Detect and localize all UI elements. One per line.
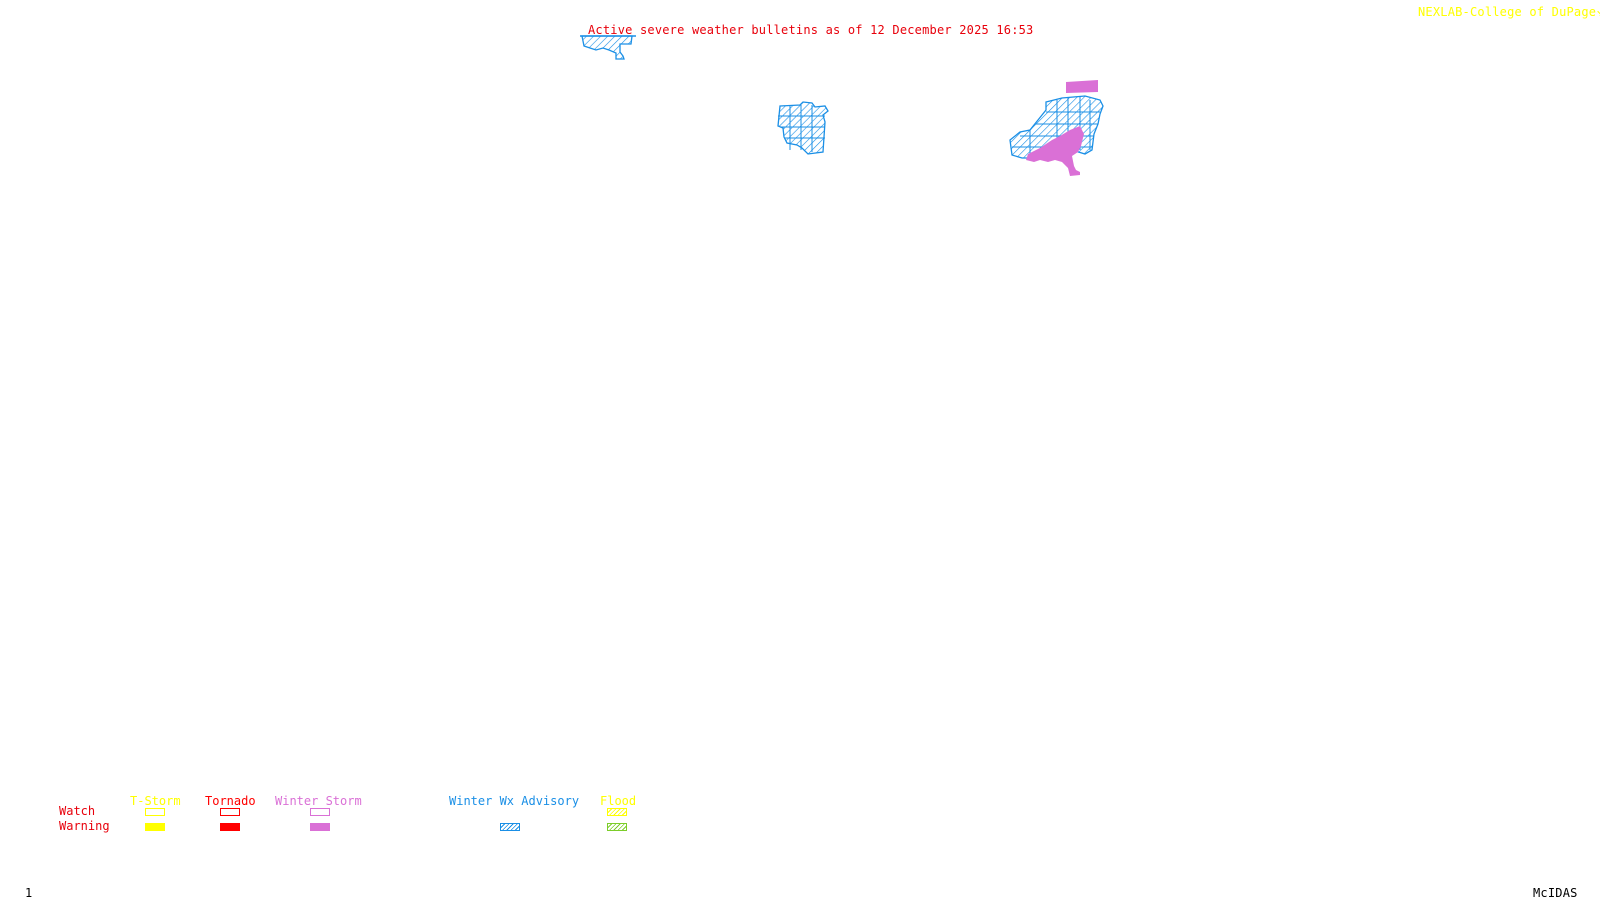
arrow-corner-icon: ↘ xyxy=(1596,5,1600,19)
legend-winter-storm-label: Winter Storm xyxy=(275,794,362,808)
legend-flood-warning-swatch xyxy=(607,823,627,831)
legend-tornado-warning-swatch xyxy=(220,823,240,831)
bulletin-title: Active severe weather bulletins as of 12… xyxy=(588,23,1034,37)
winter-storm-warning-region[interactable] xyxy=(1026,80,1098,176)
legend-winter-wx-advisory-swatch xyxy=(500,823,520,831)
legend-flood-watch-swatch xyxy=(607,808,627,816)
legend-winter-storm-warning-swatch xyxy=(310,823,330,831)
legend-tornado-label: Tornado xyxy=(205,794,256,808)
credit-label: NEXLAB-College of DuPage↘ xyxy=(1418,6,1600,18)
legend-flood-label: Flood xyxy=(600,794,637,808)
legend-winter-wx-advisory-label: Winter Wx Advisory xyxy=(449,794,580,808)
legend-winter-storm-watch-swatch xyxy=(310,808,330,816)
legend-tstorm-label: T-Storm xyxy=(130,794,181,808)
legend-row-watch: Watch xyxy=(59,804,96,818)
system-label: McIDAS xyxy=(1533,886,1578,900)
legend-tstorm-watch-swatch xyxy=(145,808,165,816)
frame-number: 1 xyxy=(25,886,33,900)
legend-tstorm-warning-swatch xyxy=(145,823,165,831)
advisory-region-central[interactable] xyxy=(777,101,829,155)
legend-tornado-watch-swatch xyxy=(220,808,240,816)
credit-text: NEXLAB-College of DuPage xyxy=(1418,5,1597,19)
legend-row-warning: Warning xyxy=(59,819,110,833)
advisory-region-nw[interactable] xyxy=(580,35,636,60)
